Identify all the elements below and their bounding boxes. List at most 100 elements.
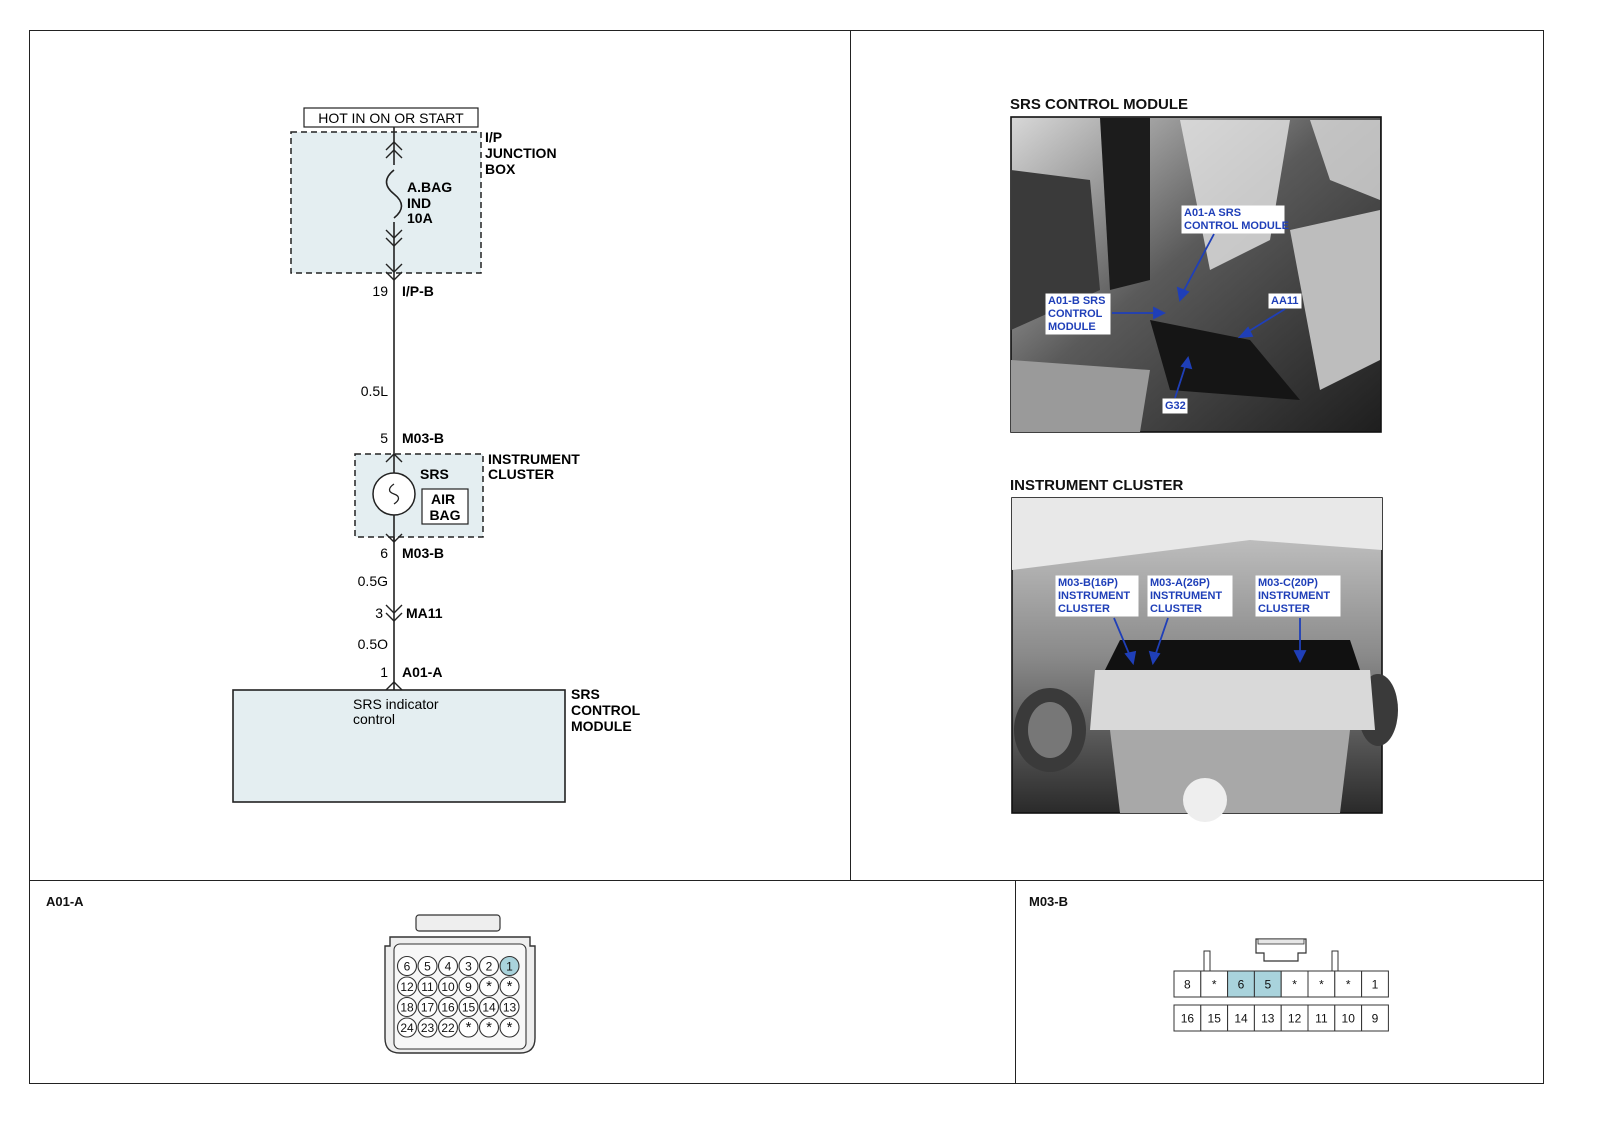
srs-callout-arrows xyxy=(1112,233,1286,399)
srs-control-module-box xyxy=(232,689,566,803)
a01a-pin-label: 12 xyxy=(400,980,414,994)
a01a-pin-label: 6 xyxy=(404,960,411,974)
junction-box-label: I/P JUNCTION BOX xyxy=(485,129,560,177)
m03b-pin-cell xyxy=(1227,970,1255,998)
callout-aa11: AA11 xyxy=(1268,293,1302,309)
power-label: HOT IN ON OR START xyxy=(318,110,464,126)
airbag-badge-label: AIR BAG xyxy=(429,491,460,523)
cluster-photo-title: INSTRUMENT CLUSTER xyxy=(1010,477,1183,494)
m03b-pin-cell xyxy=(1334,1004,1363,1032)
m03b-pin-cell xyxy=(1361,970,1389,998)
connector-ipb-icon xyxy=(385,263,403,281)
a01a-pin-cell xyxy=(437,976,459,997)
connector-m03b-top-name: M03-B xyxy=(402,430,444,446)
a01a-pin-label: 1 xyxy=(506,960,513,974)
m03b-pin-label: 9 xyxy=(1372,1012,1379,1026)
a01a-pin-label: 13 xyxy=(503,1001,517,1015)
m03b-pin-label: 15 xyxy=(1208,1012,1222,1026)
m03b-pin-label: 16 xyxy=(1181,1012,1195,1026)
a01a-pin-label: 11 xyxy=(421,980,434,994)
a01a-pin-cell xyxy=(458,976,479,997)
m03b-pin-label: * xyxy=(1212,978,1217,992)
a01a-pin-cell xyxy=(417,996,438,1018)
srs-indicator-control-label: SRS indicator control xyxy=(353,696,442,727)
a01a-pin-label: 17 xyxy=(421,1001,435,1015)
connector-a01a-name: A01-A xyxy=(402,664,442,680)
m03b-pin-label: * xyxy=(1319,978,1324,992)
svg-text:G32: G32 xyxy=(1165,400,1186,412)
wire-3-spec: 0.5O xyxy=(358,636,388,652)
a01a-pin-label: 15 xyxy=(462,1001,476,1015)
connector-m03b-panel xyxy=(1015,880,1544,1084)
m03b-pin-label: 14 xyxy=(1234,1012,1248,1026)
srs-control-module-photo xyxy=(1010,116,1382,433)
a01a-pin-cell xyxy=(458,955,479,977)
instrument-cluster-photo xyxy=(1011,497,1398,822)
a01a-pin-label: 18 xyxy=(400,1001,414,1015)
a01a-pin-cell xyxy=(499,955,520,977)
wire-2-spec: 0.5G xyxy=(358,573,388,589)
a01a-pin-cell xyxy=(417,1017,438,1038)
connector-m03b-title: M03-B xyxy=(1029,894,1069,909)
m03b-pin-label: 8 xyxy=(1184,978,1191,992)
a01a-pin-label: 14 xyxy=(482,1001,496,1015)
m03b-pin-label: 5 xyxy=(1264,978,1271,992)
m03b-pin-label: 1 xyxy=(1372,978,1379,992)
m03b-pin-label: 13 xyxy=(1261,1012,1275,1026)
a01a-pin-cell xyxy=(478,996,500,1018)
a01a-pin-cell xyxy=(478,955,500,977)
m03b-pin-cell xyxy=(1253,970,1282,998)
m03b-pin-cell xyxy=(1361,1004,1389,1032)
a01a-pin-label: * xyxy=(486,978,492,995)
cluster-callout-arrows xyxy=(1113,617,1307,666)
m03b-pin-cell xyxy=(1334,970,1363,998)
connector-a01a-title: A01-A xyxy=(46,894,84,909)
connector-m03b-top-pin: 5 xyxy=(380,430,388,446)
a01a-pin-label: 3 xyxy=(465,960,472,974)
a01a-pin-cell xyxy=(437,996,459,1018)
m03b-pin-label: * xyxy=(1346,978,1351,992)
connector-m03b-bottom-name: M03-B xyxy=(402,545,444,561)
a01a-pin-label: 4 xyxy=(445,960,452,974)
srs-control-module-label: SRS CONTROL MODULE xyxy=(571,686,644,734)
connector-a01a-icon xyxy=(385,681,403,691)
a01a-pin-cell xyxy=(396,955,418,977)
m03b-pin-label: 12 xyxy=(1288,1012,1302,1026)
a01a-pin-cell xyxy=(478,1017,500,1038)
a01a-pin-label: 16 xyxy=(441,1001,455,1015)
svg-text:AA11: AA11 xyxy=(1271,295,1299,307)
a01a-pin-cell xyxy=(417,955,438,977)
a01a-pin-label: 22 xyxy=(441,1021,455,1035)
a01a-pin-label: * xyxy=(507,1019,513,1036)
connector-ma11-name: MA11 xyxy=(406,605,443,621)
instrument-cluster-label: INSTRUMENT CLUSTER xyxy=(488,451,584,482)
connector-ipb-pin: 19 xyxy=(372,283,388,299)
a01a-pin-cell xyxy=(458,1017,479,1038)
a01a-pin-cell xyxy=(396,976,418,997)
m03b-pin-label: * xyxy=(1292,978,1297,992)
a01a-pin-label: 10 xyxy=(441,980,455,994)
a01a-pin-cell xyxy=(478,976,500,997)
a01a-pin-label: 24 xyxy=(400,1021,414,1035)
m03b-pin-cell xyxy=(1173,970,1202,998)
a01a-pin-label: * xyxy=(507,978,513,995)
a01a-pin-cell xyxy=(499,976,520,997)
m03b-pin-cell xyxy=(1173,1004,1202,1032)
a01a-pin-cell xyxy=(437,955,459,977)
a01a-pin-label: 9 xyxy=(465,980,472,994)
a01a-pin-cell xyxy=(396,996,418,1018)
connector-ma11-pin: 3 xyxy=(375,605,383,621)
